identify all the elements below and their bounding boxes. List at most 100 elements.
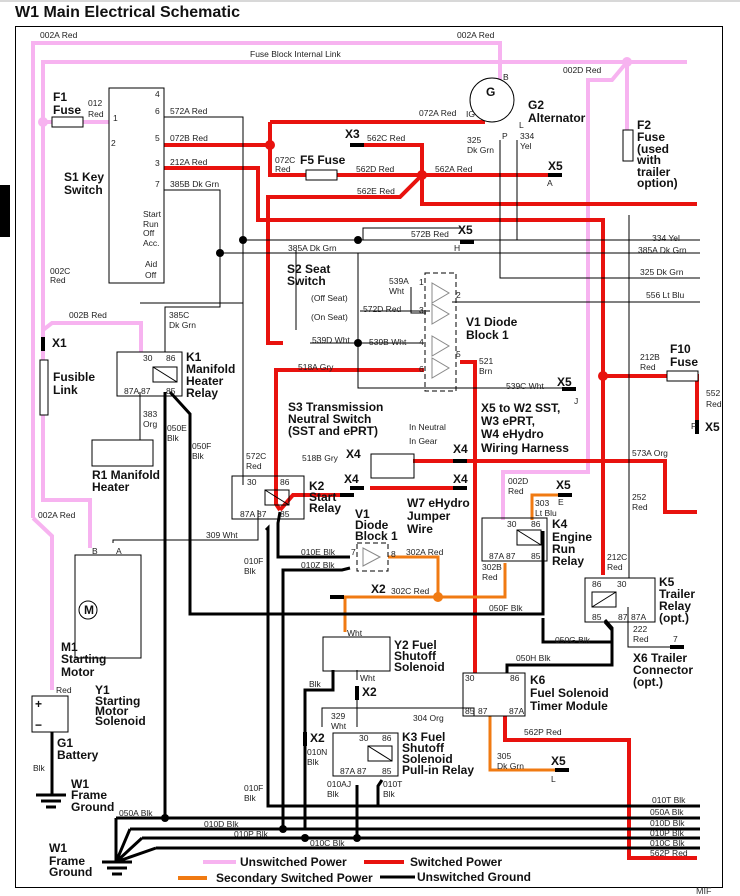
legend-swatches bbox=[178, 860, 415, 880]
label-010aj-a: 010AJ bbox=[327, 779, 351, 789]
v1-pin-4: 4 bbox=[419, 337, 424, 347]
label-010n-a: 010N bbox=[307, 747, 327, 757]
label-y2-wht-bot: Wht bbox=[360, 673, 376, 683]
label-010p: 010P Blk bbox=[234, 829, 269, 839]
label-562p: 562P Red bbox=[524, 727, 562, 737]
ground-wires bbox=[50, 390, 700, 864]
legend-unswitched-power: Unswitched Power bbox=[240, 855, 347, 869]
s1-pos-acc: Acc. bbox=[143, 238, 160, 248]
s1-key-switch-body bbox=[108, 87, 165, 284]
f5-fuse-body bbox=[305, 169, 338, 181]
harness-line3: W4 eHydro bbox=[481, 427, 544, 441]
label-002b: 002B Red bbox=[69, 310, 107, 320]
label-304: 304 Org bbox=[413, 713, 444, 723]
g1-minus: − bbox=[35, 718, 42, 732]
k2-pin-87: 87 bbox=[257, 509, 267, 519]
label-556: 556 Lt Blu bbox=[646, 290, 685, 300]
label-010f2-b: Blk bbox=[244, 793, 257, 803]
w1b-line1: Frame bbox=[49, 854, 85, 868]
relay-coil-symbols bbox=[152, 366, 617, 762]
x4a-plug bbox=[340, 493, 354, 497]
label-072c-b: Red bbox=[275, 164, 291, 174]
fusible-link-line2: Link bbox=[53, 383, 78, 397]
wire-572b bbox=[362, 227, 460, 240]
x4d-plug bbox=[453, 486, 467, 490]
v1-top-line2: Block 1 bbox=[466, 328, 509, 342]
k6-pin-87: 87 bbox=[478, 706, 488, 716]
x2b-plug bbox=[355, 686, 359, 700]
x5e-pin: E bbox=[558, 497, 564, 507]
label-552-b: Red bbox=[706, 399, 722, 409]
wire-010e bbox=[276, 511, 350, 559]
label-050g: 050G Blk bbox=[555, 635, 591, 645]
s1-term-6: 6 bbox=[155, 106, 160, 116]
x6-line2: Connector bbox=[633, 663, 693, 677]
label-212c-b: Red bbox=[607, 562, 623, 572]
k6-pin-86: 86 bbox=[510, 673, 520, 683]
f2-line3: with bbox=[636, 153, 661, 167]
label-212b-a: 212B bbox=[640, 352, 660, 362]
label-bus-562p: 562P Red bbox=[650, 848, 688, 858]
x1-plug bbox=[41, 337, 45, 351]
s3-in-gear: In Gear bbox=[409, 436, 438, 446]
wire-302a bbox=[388, 555, 440, 597]
x1-id: X1 bbox=[52, 336, 67, 350]
label-012-a: 012 bbox=[88, 98, 102, 108]
m1-id: M1 bbox=[61, 640, 78, 654]
label-072b: 072B Red bbox=[170, 133, 208, 143]
k2-line1: Start bbox=[309, 490, 336, 504]
v1-pin-3: 3 bbox=[419, 305, 424, 315]
k6-id: K6 bbox=[530, 673, 546, 687]
top-border bbox=[0, 0, 740, 2]
ground-symbols bbox=[36, 793, 132, 876]
v1-bot-line2: Diode bbox=[355, 518, 389, 532]
g1-id: G1 bbox=[57, 736, 73, 750]
x5f-plug bbox=[695, 420, 699, 434]
label-302c: 302C Red bbox=[391, 586, 430, 596]
k4-line1: Engine bbox=[552, 530, 592, 544]
s1-term-3: 3 bbox=[155, 158, 160, 168]
wire-fuse-block-link bbox=[41, 60, 687, 330]
k5-pin-87a: 87A bbox=[631, 612, 646, 622]
g1-name: Battery bbox=[57, 748, 99, 762]
wire-010z bbox=[281, 566, 351, 830]
g2-name: Alternator bbox=[528, 111, 586, 125]
x5h-label: X5 bbox=[458, 223, 473, 237]
x5j-label: X5 bbox=[557, 375, 572, 389]
label-539d: 539D Wht bbox=[312, 335, 350, 345]
label-521-a: 521 bbox=[479, 356, 493, 366]
x5a-plug bbox=[548, 173, 562, 177]
k6-line1: Fuel Solenoid bbox=[530, 686, 609, 700]
k5-pin-85: 85 bbox=[592, 612, 602, 622]
footer-code: MIF bbox=[696, 886, 712, 896]
k1-line1: Manifold bbox=[186, 362, 235, 376]
wire-573a bbox=[413, 459, 697, 514]
label-bus-050a: 050A Blk bbox=[650, 807, 684, 817]
v1-pin-7: 7 bbox=[351, 547, 356, 557]
f2-fuse-body bbox=[622, 129, 634, 162]
wire-303 bbox=[530, 493, 563, 520]
label-539a-b: Wht bbox=[389, 286, 405, 296]
harness-line4: Wiring Harness bbox=[481, 441, 569, 455]
label-302b-a: 302B bbox=[482, 562, 502, 572]
wire-539c bbox=[357, 343, 572, 389]
v1-bot-line1: V1 bbox=[355, 507, 370, 521]
wire-562-down bbox=[420, 175, 697, 206]
wire-050f bbox=[168, 390, 545, 616]
v1-pin-2: 2 bbox=[456, 290, 461, 300]
f1-name: Fuse bbox=[53, 103, 81, 117]
label-010z: 010Z Blk bbox=[301, 560, 335, 570]
label-fuse-block-link: Fuse Block Internal Link bbox=[250, 49, 341, 59]
x5h-plug bbox=[460, 240, 474, 244]
wire-s3-loop bbox=[274, 373, 282, 512]
k6-line2: Timer Module bbox=[530, 699, 608, 713]
s3-line1: S3 Transmission bbox=[288, 400, 383, 414]
pink-junction-f1 bbox=[38, 117, 48, 127]
y2-line1: Y2 Fuel bbox=[394, 638, 437, 652]
k2-relay-body bbox=[231, 475, 305, 520]
label-050e-a: 050E bbox=[167, 423, 187, 433]
k6-module-body bbox=[462, 672, 526, 717]
k3-line3: Solenoid bbox=[402, 752, 453, 766]
k1-line2: Heater bbox=[186, 374, 224, 388]
k5-pin-30: 30 bbox=[617, 579, 627, 589]
